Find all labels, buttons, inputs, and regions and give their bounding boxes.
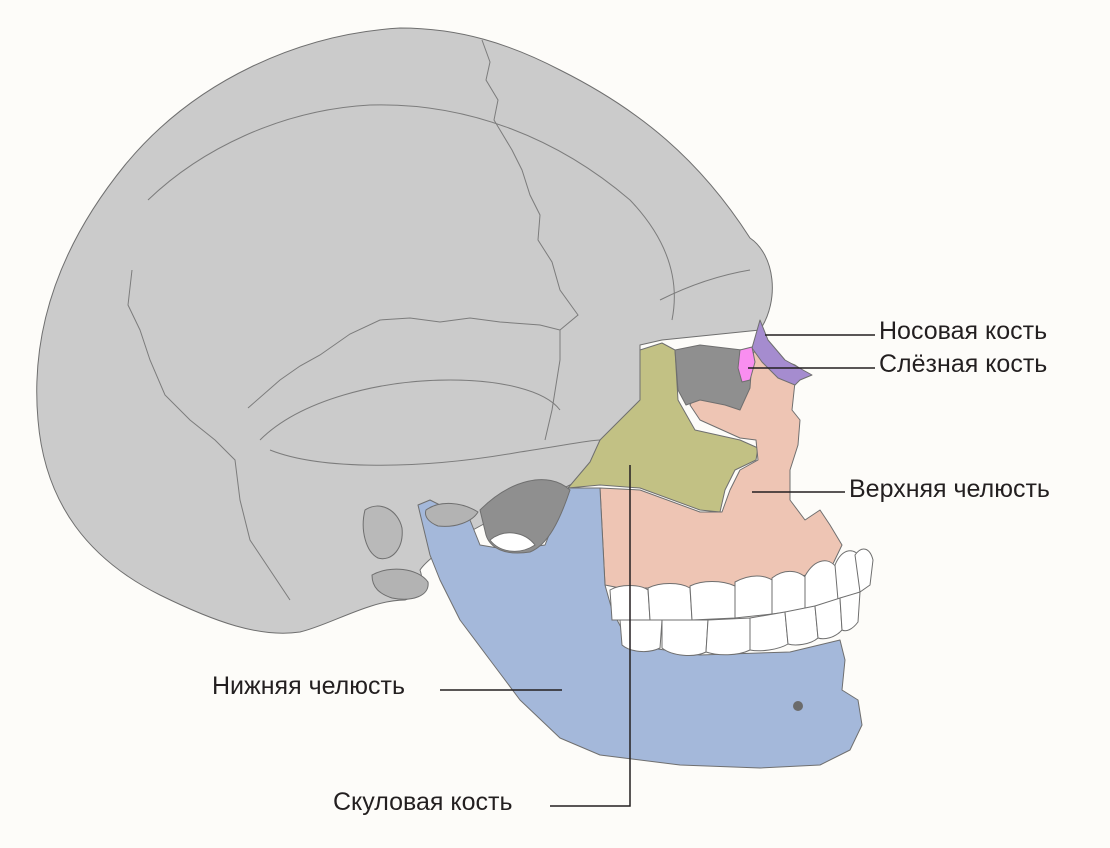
orbit-cavity — [674, 344, 753, 411]
mental-foramen — [793, 701, 803, 711]
lower-premolar-2 — [784, 605, 819, 646]
zygomatic-arch-line — [269, 439, 601, 466]
squamosal-suture — [247, 317, 561, 441]
upper-molar-3 — [689, 581, 736, 621]
mandible-label: Нижняя челюсть — [212, 672, 405, 700]
lower-teeth — [619, 591, 861, 656]
mastoid-process — [362, 505, 403, 560]
frontal-brow — [659, 269, 751, 301]
lower-molar-2 — [661, 619, 709, 656]
zygomatic-bone-label: Скуловая кость — [333, 788, 513, 816]
temporal-squama — [259, 379, 561, 441]
nasal-bone-label: Носовая кость — [879, 317, 1048, 345]
lower-premolar-1 — [749, 611, 789, 652]
lower-molar-1 — [619, 619, 663, 653]
coronal-suture — [481, 39, 579, 331]
condyle-gap — [489, 532, 536, 552]
upper-incisor-2 — [854, 548, 874, 593]
zygomatic-bone — [567, 342, 759, 513]
maxilla-label: Верхняя челюсть — [849, 475, 1050, 503]
lacrimal-bone-label: Слёзная кость — [879, 350, 1048, 378]
upper-premolar-1 — [734, 575, 776, 619]
lacrimal-bone — [737, 346, 756, 383]
zygomatic-leader — [550, 465, 631, 807]
temporal-line — [147, 104, 675, 321]
lower-molar-3 — [705, 617, 751, 656]
upper-premolar-2 — [771, 571, 809, 615]
lambdoid-suture — [127, 269, 291, 601]
lower-incisor — [839, 591, 861, 632]
upper-molar-2 — [647, 583, 693, 621]
occipital-condyle — [371, 568, 429, 600]
upper-teeth — [609, 548, 874, 621]
condyle-head — [425, 503, 479, 527]
cranium — [36, 27, 773, 634]
